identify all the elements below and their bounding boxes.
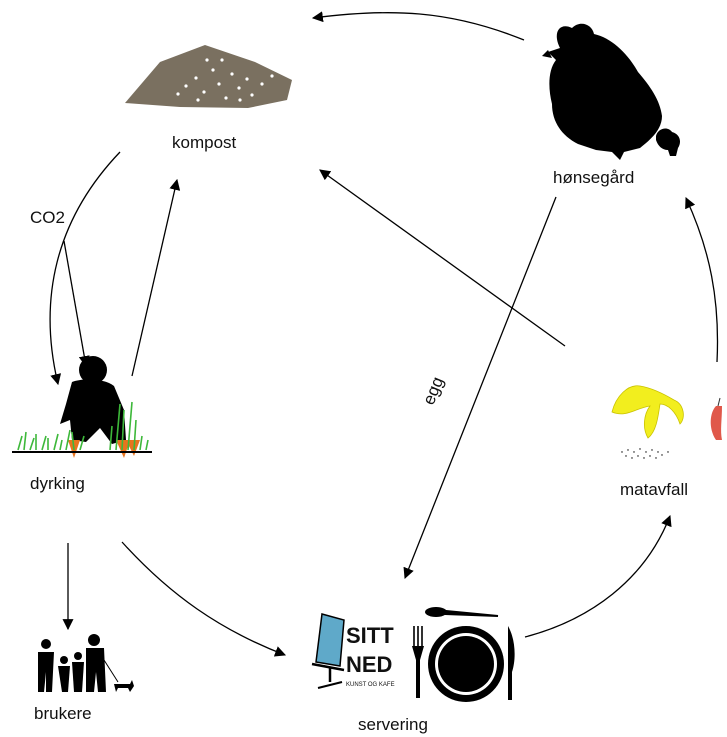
gardener-with-carrots-icon bbox=[12, 356, 152, 458]
arrow-kompost-to-dyrking bbox=[49, 151, 121, 386]
arrow-matavfall-to-kompost bbox=[319, 169, 566, 347]
arrow-honsegard-to-servering-egg bbox=[403, 196, 557, 580]
arrow-honsegard-to-kompost bbox=[311, 11, 525, 41]
sitt-ned-logo: SITT NED KUNST OG KAFE bbox=[346, 623, 395, 688]
plate-cutlery-icon bbox=[412, 607, 515, 702]
node-label-servering: servering bbox=[358, 715, 428, 734]
family-with-dog-icon bbox=[38, 634, 134, 692]
arrow-dyrking-to-kompost bbox=[131, 178, 181, 377]
arrow-dyrking-to-servering bbox=[121, 541, 287, 657]
node-label-brukere: brukere bbox=[34, 704, 92, 723]
node-label-kompost: kompost bbox=[172, 133, 237, 152]
node-label-matavfall: matavfall bbox=[620, 480, 688, 499]
banana-peel-and-apple-core-icon bbox=[611, 385, 722, 459]
edge-label-egg: egg bbox=[419, 374, 447, 407]
node-label-dyrking: dyrking bbox=[30, 474, 85, 493]
logo-line1: SITT bbox=[346, 623, 394, 648]
arrow-matavfall-to-honsegard bbox=[685, 197, 719, 363]
hen-and-chick-icon bbox=[542, 23, 680, 161]
chair-icon bbox=[311, 613, 345, 689]
logo-tagline: KUNST OG KAFE bbox=[346, 682, 395, 688]
node-label-honsegard: hønsegård bbox=[553, 168, 634, 187]
compost-heap-icon bbox=[125, 45, 292, 108]
edge-label-co2: CO2 bbox=[30, 208, 65, 227]
arrow-servering-to-matavfall bbox=[524, 514, 672, 638]
logo-line2: NED bbox=[346, 652, 392, 677]
arrow-co2-to-dyrking bbox=[63, 240, 90, 368]
